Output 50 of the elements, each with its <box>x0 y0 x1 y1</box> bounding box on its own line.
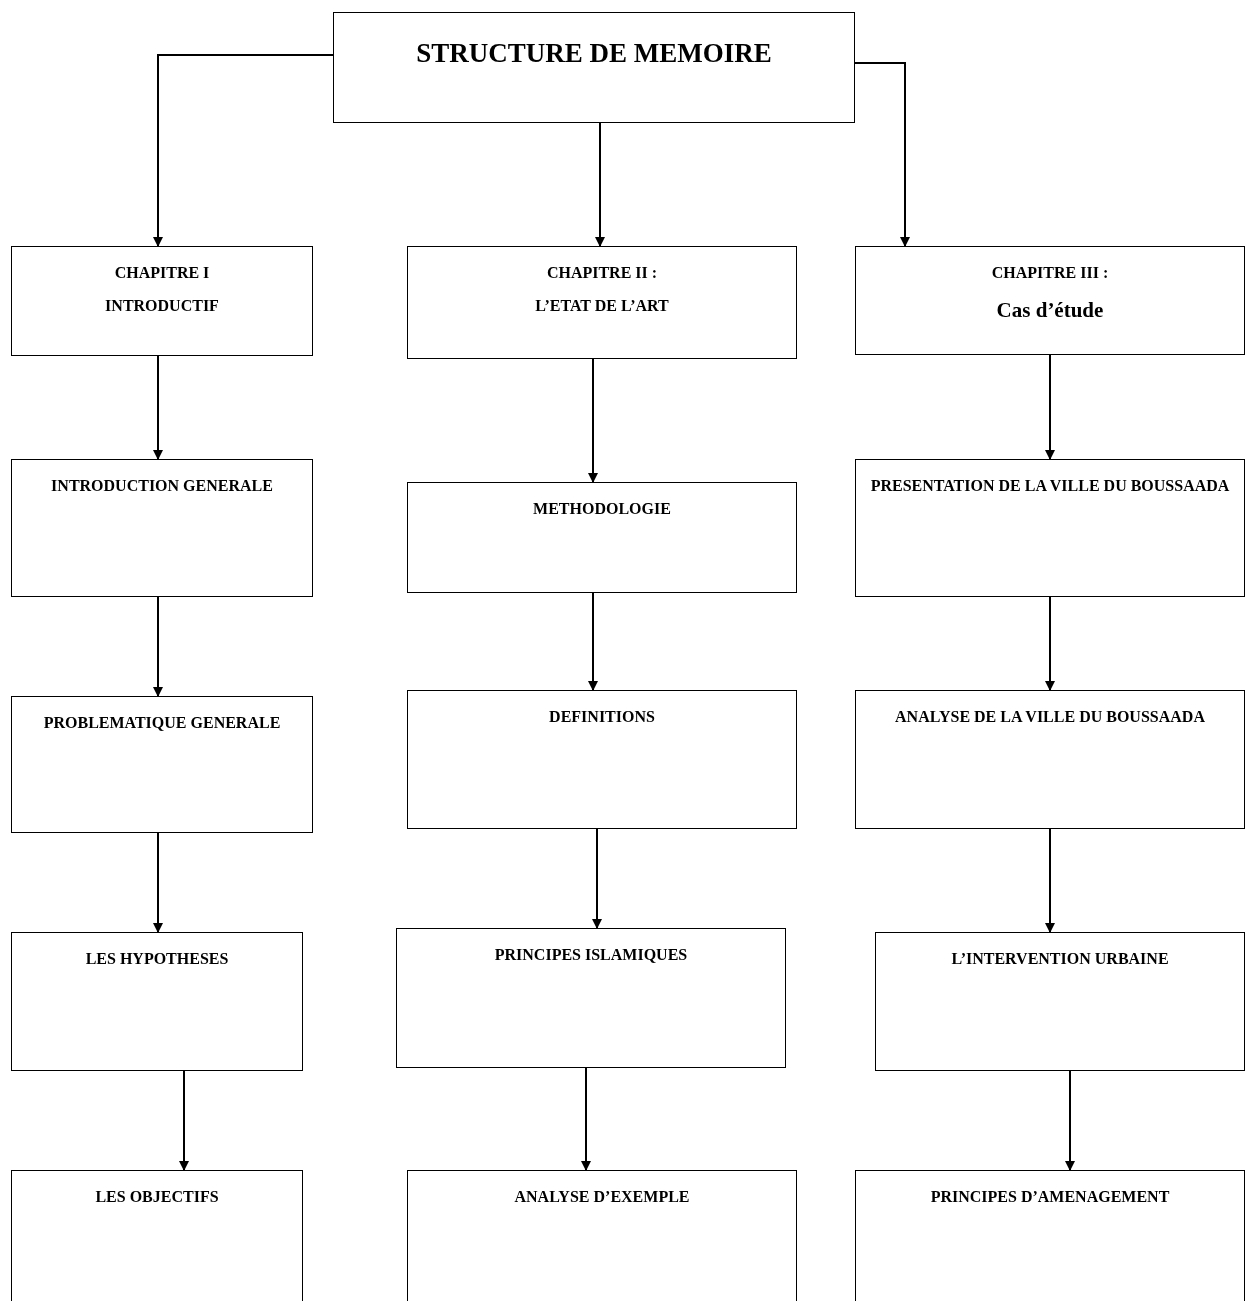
box-label: LES OBJECTIFS <box>95 1187 219 1207</box>
section-box <box>875 932 1245 1071</box>
arrow <box>1045 596 1055 691</box>
box-label: ANALYSE D’EXEMPLE <box>514 1187 690 1207</box>
arrow <box>153 596 163 697</box>
section-box <box>11 1170 303 1301</box>
box-label: CHAPITRE III : <box>991 263 1109 283</box>
section-box <box>407 482 797 593</box>
arrow <box>1045 828 1055 933</box>
box-label: PROBLEMATIQUE GENERALE <box>43 713 281 733</box>
arrow <box>592 828 602 929</box>
title-box <box>333 12 855 123</box>
box-label: PRINCIPES D’AMENAGEMENT <box>930 1187 1170 1207</box>
arrow <box>588 592 598 691</box>
section-box <box>11 696 313 833</box>
arrow <box>1045 354 1055 460</box>
box-subtitle: INTRODUCTIF <box>105 295 219 316</box>
arrow <box>854 62 910 247</box>
arrow <box>179 1070 189 1171</box>
box-label: DEFINITIONS <box>549 707 655 727</box>
box-label: CHAPITRE I <box>114 263 210 283</box>
section-box <box>855 459 1245 597</box>
box-subtitle: Cas d’étude <box>996 296 1104 324</box>
section-box <box>855 690 1245 829</box>
arrow <box>581 1067 591 1171</box>
box-label: METHODOLOGIE <box>533 499 671 519</box>
chapter-box <box>11 246 313 356</box>
box-label: CHAPITRE II : <box>546 263 658 283</box>
box-label: ANALYSE DE LA VILLE DU BOUSSAADA <box>895 707 1205 727</box>
box-label: L’INTERVENTION URBAINE <box>951 949 1169 969</box>
arrow <box>153 832 163 933</box>
chapter-box <box>855 246 1245 355</box>
arrow <box>588 358 598 483</box>
arrow <box>595 122 605 247</box>
section-box <box>855 1170 1245 1301</box>
section-box <box>407 1170 797 1301</box>
arrow <box>1065 1070 1075 1171</box>
section-box <box>396 928 786 1068</box>
box-label: PRINCIPES ISLAMIQUES <box>494 945 688 965</box>
title-text: STRUCTURE DE MEMOIRE <box>416 36 772 70</box>
box-label: INTRODUCTION GENERALE <box>51 476 273 496</box>
arrow <box>153 54 334 247</box>
section-box <box>11 459 313 597</box>
chapter-box <box>407 246 797 359</box>
box-subtitle: L’ETAT DE L’ART <box>535 295 669 316</box>
section-box <box>11 932 303 1071</box>
arrow <box>153 355 163 460</box>
box-label: PRESENTATION DE LA VILLE DU BOUSSAADA <box>870 476 1230 496</box>
box-label: LES HYPOTHESES <box>85 949 229 969</box>
section-box <box>407 690 797 829</box>
